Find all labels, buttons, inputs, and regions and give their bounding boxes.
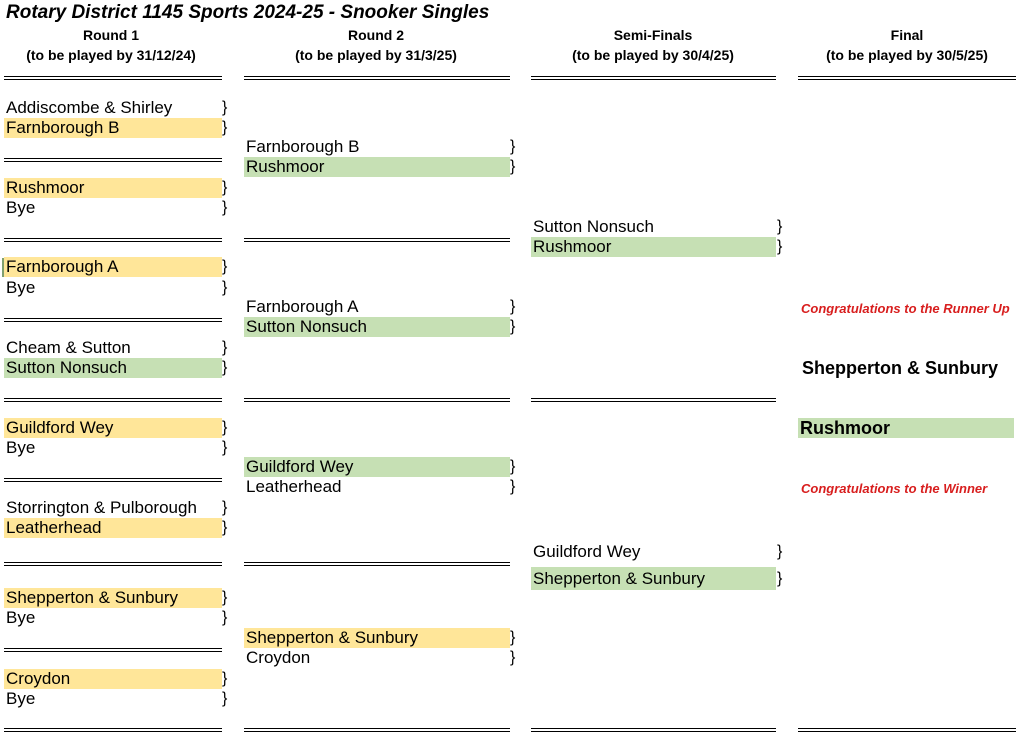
row-marker — [2, 258, 4, 277]
divider-line — [798, 76, 1016, 80]
round1-team: Guildford Wey — [4, 418, 222, 438]
round2-team: Farnborough A — [246, 297, 359, 316]
round1-team: Shepperton & Sunbury — [4, 588, 222, 608]
header-semifinals: Semi-Finals (to be played by 30/4/25) — [531, 27, 775, 63]
divider-line — [244, 238, 510, 242]
bracket-brace: } — [510, 318, 516, 335]
round1-team: Cheam & Sutton — [6, 338, 131, 357]
semifinal-team: Rushmoor — [531, 237, 776, 257]
semifinal-team: Shepperton & Sunbury — [531, 567, 776, 590]
bracket-brace: } — [510, 478, 516, 495]
page-title: Rotary District 1145 Sports 2024-25 - Sn… — [6, 2, 490, 23]
bracket-brace: } — [222, 119, 228, 136]
round2-team: Leatherhead — [246, 477, 342, 496]
round2-team: Sutton Nonsuch — [244, 317, 510, 337]
bracket-brace: } — [222, 439, 228, 456]
round2-team: Shepperton & Sunbury — [244, 628, 510, 648]
header-semifinals-name: Semi-Finals — [613, 27, 693, 43]
divider-line — [4, 648, 222, 652]
bracket-brace: } — [510, 629, 516, 646]
bracket-brace: } — [222, 419, 228, 436]
bracket-brace: } — [222, 589, 228, 606]
header-semifinals-deadline: (to be played by 30/4/25) — [572, 47, 734, 63]
header-round-2: Round 2 (to be played by 31/3/25) — [244, 27, 508, 63]
header-final-name: Final — [890, 27, 924, 43]
bracket-brace: } — [777, 543, 783, 560]
divider-line — [4, 318, 222, 322]
round1-team: Bye — [6, 438, 36, 457]
divider-line — [531, 728, 776, 732]
divider-line — [4, 398, 222, 402]
bracket-brace: } — [510, 138, 516, 155]
divider-line — [244, 76, 510, 80]
header-round-1-name: Round 1 — [83, 27, 139, 43]
bracket-brace: } — [510, 649, 516, 666]
header-round-2-deadline: (to be played by 31/3/25) — [295, 47, 457, 63]
runner-up-team: Shepperton & Sunbury — [802, 358, 999, 378]
divider-line — [4, 478, 222, 482]
bracket-brace: } — [510, 458, 516, 475]
semifinal-team: Sutton Nonsuch — [533, 217, 654, 236]
header-final-deadline: (to be played by 30/5/25) — [826, 47, 988, 63]
bracket-brace: } — [222, 670, 228, 687]
round1-team: Rushmoor — [4, 178, 222, 198]
bracket-brace: } — [222, 199, 228, 216]
bracket-brace: } — [222, 499, 228, 516]
bracket-brace: } — [510, 158, 516, 175]
round1-team: Bye — [6, 689, 36, 708]
header-round-2-name: Round 2 — [348, 27, 404, 43]
divider-line — [4, 76, 222, 80]
round1-team: Bye — [6, 278, 36, 297]
header-round-1: Round 1 (to be played by 31/12/24) — [4, 27, 218, 63]
bracket-brace: } — [222, 359, 228, 376]
round2-team: Guildford Wey — [244, 457, 510, 477]
round1-team: Sutton Nonsuch — [4, 358, 222, 378]
divider-line — [531, 398, 776, 402]
divider-line — [4, 238, 222, 242]
divider-line — [798, 728, 1016, 732]
divider-line — [4, 158, 222, 162]
round1-team: Bye — [6, 608, 36, 627]
bracket-brace: } — [777, 238, 783, 255]
round2-team: Farnborough B — [246, 137, 360, 156]
round1-team: Leatherhead — [4, 518, 222, 538]
round1-team: Bye — [6, 198, 36, 217]
bracket-brace: } — [222, 339, 228, 356]
bracket-brace: } — [222, 609, 228, 626]
round1-team: Storrington & Pulborough — [6, 498, 197, 517]
header-final: Final (to be played by 30/5/25) — [798, 27, 1016, 63]
divider-line — [244, 398, 510, 402]
divider-line — [244, 562, 510, 566]
bracket-brace: } — [222, 99, 228, 116]
winner-team: Rushmoor — [798, 418, 1014, 438]
bracket-brace: } — [777, 218, 783, 235]
bracket-brace: } — [510, 298, 516, 315]
divider-line — [244, 728, 510, 732]
round1-team: Farnborough A — [4, 257, 222, 277]
round2-team: Croydon — [246, 648, 311, 667]
bracket-brace: } — [222, 279, 228, 296]
bracket-brace: } — [222, 690, 228, 707]
divider-line — [4, 728, 222, 732]
semifinal-team: Guildford Wey — [533, 542, 641, 561]
round1-team: Croydon — [4, 669, 222, 689]
runner-up-message: Congratulations to the Runner Up — [801, 301, 1010, 316]
round1-team: Addiscombe & Shirley — [6, 98, 173, 117]
round2-team: Rushmoor — [244, 157, 510, 177]
bracket-brace: } — [222, 519, 228, 536]
divider-line — [4, 562, 222, 566]
header-round-1-deadline: (to be played by 31/12/24) — [26, 47, 196, 63]
bracket-brace: } — [222, 258, 228, 275]
bracket-brace: } — [222, 179, 228, 196]
winner-message: Congratulations to the Winner — [801, 481, 988, 496]
bracket-brace: } — [777, 569, 783, 587]
divider-line — [531, 76, 776, 80]
round1-team: Farnborough B — [4, 118, 222, 138]
